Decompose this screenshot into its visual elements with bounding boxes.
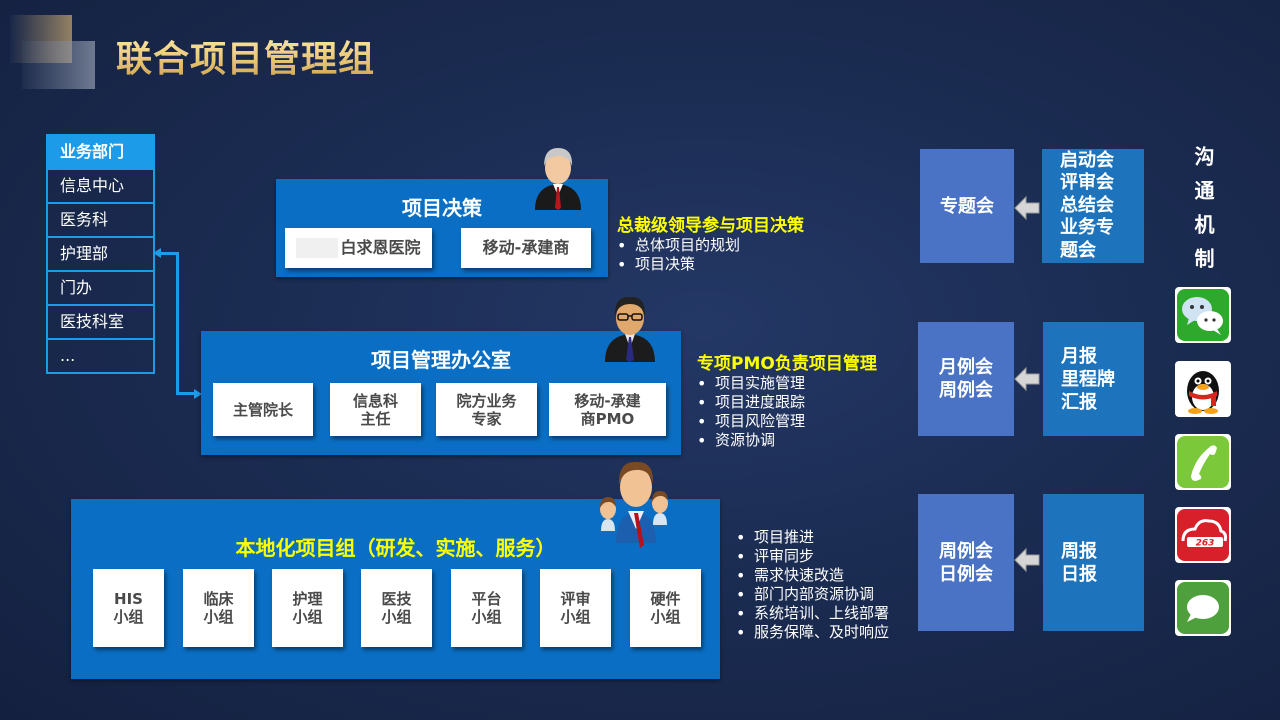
page-title: 联合项目管理组 [116, 30, 375, 82]
department-list-header: 业务部门 [48, 136, 153, 168]
manager-avatar-icon [605, 296, 655, 362]
bullet-item: 项目进度跟踪 [697, 393, 877, 412]
pmo-note: 专项PMO负责项目管理 项目实施管理 项目进度跟踪 项目风险管理 资源协调 [697, 349, 877, 450]
meeting-type-box: 周例会 日例会 [918, 494, 1014, 631]
arrow-left-icon [1014, 547, 1040, 573]
pmo-card: 信息科 主任 [330, 383, 421, 436]
bullet-item: 资源协调 [697, 431, 877, 450]
team-card: 硬件 小组 [630, 569, 701, 647]
bullet-item: 项目决策 [617, 255, 804, 274]
decision-card-label: 白求恩医院 [340, 238, 421, 258]
decision-title: 项目决策 [402, 196, 482, 220]
team-card: 护理 小组 [272, 569, 343, 647]
meeting-output-box: 周报 日报 [1043, 494, 1144, 631]
team-card: 临床 小组 [183, 569, 254, 647]
bullet-item: 总体项目的规划 [617, 236, 804, 255]
263-mail-icon: 263 [1175, 507, 1231, 563]
meeting-output-box: 月报 里程牌 汇报 [1043, 322, 1144, 436]
team-card: 医技 小组 [361, 569, 432, 647]
executive-avatar-icon [535, 148, 581, 210]
decision-card: 白求恩医院 [285, 228, 432, 268]
arrow-left-icon [1014, 366, 1040, 392]
department-item: 护理部 [48, 236, 153, 270]
meeting-type-box: 月例会 周例会 [918, 322, 1014, 436]
team-card: 平台 小组 [451, 569, 522, 647]
bullet-item: 需求快速改造 [736, 566, 889, 585]
meeting-type-box: 专题会 [920, 149, 1014, 263]
pmo-card: 移动-承建 商PMO [549, 383, 666, 436]
pmo-card: 院方业务 专家 [436, 383, 537, 436]
phone-icon [1175, 434, 1231, 490]
pmo-title: 项目管理办公室 [371, 348, 511, 372]
wechat-icon [1175, 287, 1231, 343]
svg-text:263: 263 [1196, 539, 1215, 549]
department-item: ... [48, 338, 153, 372]
team-card: HIS 小组 [93, 569, 164, 647]
arrow-left-icon [153, 248, 161, 258]
bullet-item: 部门内部资源协调 [736, 585, 889, 604]
team-avatar-icon [600, 461, 668, 548]
local-team-note: 项目推进 评审同步 需求快速改造 部门内部资源协调 系统培训、上线部署 服务保障… [736, 528, 889, 642]
meeting-output-box: 启动会 评审会 总结会 业务专 题会 [1042, 149, 1144, 263]
department-list: 业务部门 信息中心 医务科 护理部 门办 医技科室 ... [46, 134, 155, 374]
communication-title: 沟通机制 [1191, 146, 1215, 282]
bullet-item: 评审同步 [736, 547, 889, 566]
title-decoration [22, 41, 95, 89]
decision-note: 总裁级领导参与项目决策 总体项目的规划 项目决策 [617, 211, 804, 274]
decision-panel: 项目决策 白求恩医院 移动-承建商 [276, 179, 608, 277]
bullet-item: 服务保障、及时响应 [736, 623, 889, 642]
arrow-left-icon [1014, 195, 1040, 221]
department-item: 信息中心 [48, 168, 153, 202]
bullet-item: 系统培训、上线部署 [736, 604, 889, 623]
bullet-item: 项目实施管理 [697, 374, 877, 393]
redacted-block [296, 238, 339, 258]
department-item: 医技科室 [48, 304, 153, 338]
pmo-panel: 项目管理办公室 主管院长 信息科 主任 院方业务 专家 移动-承建 商PMO [201, 331, 681, 455]
department-item: 门办 [48, 270, 153, 304]
decision-card: 移动-承建商 [461, 228, 591, 268]
pmo-note-title: 专项PMO负责项目管理 [697, 354, 877, 374]
decision-note-title: 总裁级领导参与项目决策 [617, 216, 804, 236]
team-card: 评审 小组 [540, 569, 611, 647]
connector-line [176, 252, 179, 395]
bullet-item: 项目风险管理 [697, 412, 877, 431]
arrow-right-icon [194, 389, 202, 399]
connector-line [158, 252, 178, 255]
qq-icon [1175, 361, 1231, 417]
department-item: 医务科 [48, 202, 153, 236]
pmo-card: 主管院长 [213, 383, 313, 436]
bullet-item: 项目推进 [736, 528, 889, 547]
connector-line [176, 392, 198, 395]
local-team-title: 本地化项目组（研发、实施、服务） [235, 536, 556, 560]
messages-icon [1175, 580, 1231, 636]
